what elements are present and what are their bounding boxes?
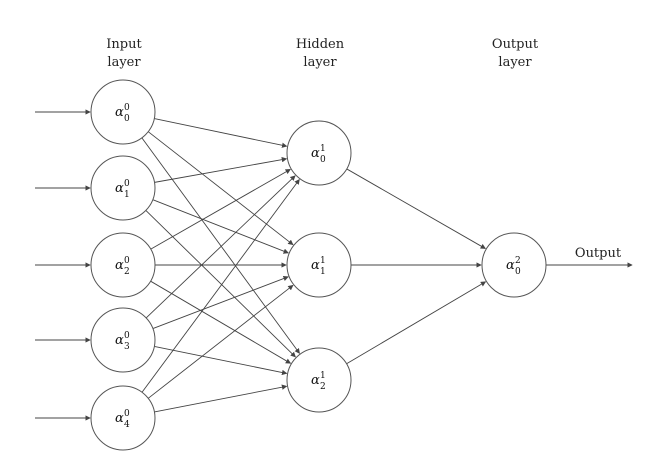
edge-input-2-to-hidden-0: [150, 168, 291, 250]
edge-input-1-to-hidden-1: [152, 199, 289, 254]
edge-input-0-to-hidden-2: [141, 137, 300, 354]
hidden-layer-title-line2: layer: [303, 55, 337, 70]
neuron-circle-hid-0: [286, 120, 352, 186]
hidden-layer-title-line1: Hidden: [296, 37, 345, 52]
edge-input-4-to-hidden-0: [141, 178, 300, 393]
neuron-label-in-2: α: [115, 258, 124, 273]
neuron-superscript-in-3: 0: [124, 331, 130, 341]
edge-input-3-to-hidden-1: [152, 275, 289, 329]
neuron-circle-in-0: [90, 79, 156, 145]
neuron-superscript-in-4: 0: [124, 409, 130, 419]
neuron-label-in-1: α: [115, 181, 124, 196]
output-arrow-label: Output: [575, 246, 622, 261]
neuron-label-hid-0: α: [311, 146, 320, 161]
output-layer-title-line1: Output: [492, 37, 539, 52]
neuron-superscript-in-0: 0: [124, 103, 130, 113]
neuron-label-in-3: α: [115, 333, 124, 348]
edge-input-2-to-hidden-2: [150, 280, 292, 364]
neuron-superscript-in-1: 0: [124, 179, 130, 189]
neuron-superscript-hid-1: 1: [320, 256, 326, 266]
edge-input-0-to-hidden-0: [154, 118, 288, 148]
edge-input-3-to-hidden-2: [154, 345, 288, 376]
edge-hidden-2-to-output-0: [346, 281, 487, 365]
neuron-subscript-in-2: 2: [124, 267, 130, 277]
neuron-superscript-out-0: 2: [515, 256, 521, 266]
neuron-subscript-in-1: 1: [124, 190, 130, 200]
neuron-superscript-hid-2: 1: [320, 371, 326, 381]
edge-input-1-to-hidden-2: [145, 210, 296, 358]
edge-hidden-0-to-output-0: [346, 168, 486, 249]
neuron-circle-in-4: [90, 385, 156, 451]
neuron-subscript-in-0: 0: [124, 114, 130, 124]
input-layer-title-line2: layer: [107, 55, 141, 70]
neuron-subscript-hid-0: 0: [320, 155, 326, 165]
neuron-circle-in-3: [90, 307, 156, 373]
neuron-superscript-hid-0: 1: [320, 144, 326, 154]
neuron-circle-out-0: [481, 232, 547, 298]
neuron-label-hid-1: α: [311, 258, 320, 273]
neuron-circle-hid-1: [286, 232, 352, 298]
neuron-circle-hid-2: [286, 347, 352, 413]
edge-input-0-to-hidden-1: [147, 131, 294, 246]
connection-edges: [35, 109, 633, 421]
neuron-circle-in-1: [90, 155, 156, 221]
neuron-circle-in-2: [90, 232, 156, 298]
edge-input-1-to-hidden-0: [154, 156, 288, 183]
output-layer-title-line2: layer: [498, 55, 532, 70]
neuron-superscript-in-2: 0: [124, 256, 130, 266]
neuron-label-out-0: α: [506, 258, 515, 273]
neuron-label-in-4: α: [115, 411, 124, 426]
edge-input-4-to-hidden-1: [147, 284, 294, 399]
input-layer-title-line1: Input: [106, 37, 142, 52]
neuron-label-hid-2: α: [311, 373, 320, 388]
edge-input-3-to-hidden-0: [145, 175, 296, 319]
neuron-subscript-in-4: 4: [124, 420, 130, 430]
neuron-subscript-hid-1: 1: [320, 267, 326, 277]
neuron-label-in-0: α: [115, 105, 124, 120]
edge-input-4-to-hidden-2: [154, 384, 288, 413]
neuron-subscript-hid-2: 2: [320, 382, 326, 392]
neuron-subscript-in-3: 3: [124, 342, 130, 352]
neuron-subscript-out-0: 0: [515, 267, 521, 277]
